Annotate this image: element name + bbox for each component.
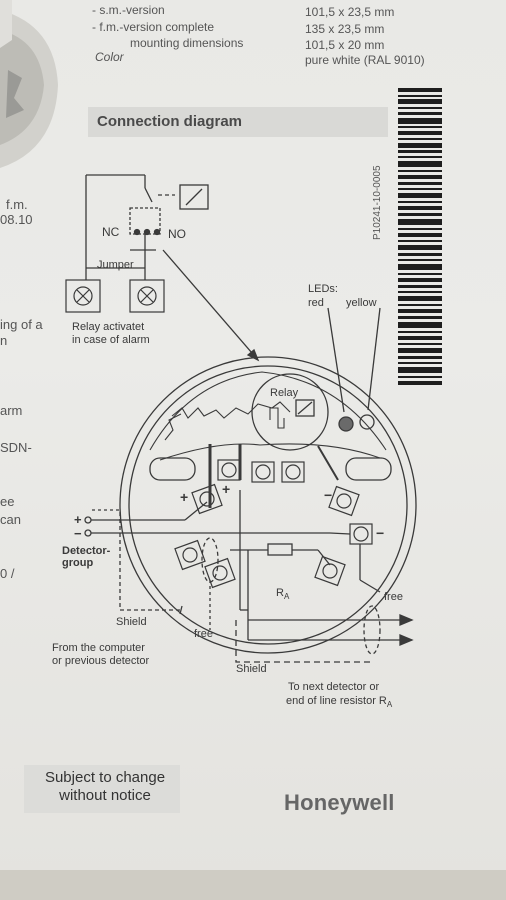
shield-label-1: Shield <box>116 616 147 628</box>
spec-value-sm: 101,5 x 23,5 mm <box>305 5 395 19</box>
nc-label: NC <box>102 225 120 239</box>
plus-sign-post: + <box>222 481 230 497</box>
spec-label-fm: - f.m.-version complete <box>92 20 215 34</box>
connection-diagram: NC NO Jumper LEDs: red yellow Relay acti… <box>52 174 417 709</box>
shield-label-2: Shield <box>236 663 267 675</box>
detector-group-line1: Detector- <box>62 545 111 557</box>
left-fragment: ing of a <box>0 317 43 332</box>
minus-sign-terminal: − <box>324 487 332 503</box>
red-label: red <box>308 297 324 309</box>
page-shadow <box>0 870 506 900</box>
section-title: Connection diagram <box>97 113 243 130</box>
left-fragment: ee <box>0 494 15 509</box>
to-label-line2: end of line resistor RA <box>286 695 393 709</box>
left-fragment: n <box>0 333 8 348</box>
free-label-1: free <box>194 628 213 640</box>
spec-label-color: Color <box>95 50 124 64</box>
left-fragment: 0 / <box>0 566 15 581</box>
no-label: NO <box>168 227 186 241</box>
plus-sign-terminal: + <box>180 489 188 505</box>
spec-label-sm: - s.m.-version <box>92 3 165 17</box>
left-fragment: arm <box>0 403 23 418</box>
minus-sign-input: − <box>74 526 82 541</box>
ra-label: RA <box>276 587 290 601</box>
spec-value-mount: 101,5 x 20 mm <box>305 38 385 52</box>
to-label-line1: To next detector or <box>288 681 379 693</box>
notice-text: Subject to change without notice <box>44 769 166 804</box>
detector-group-line2: group <box>62 557 93 569</box>
spec-label-mount: mounting dimensions <box>130 36 244 50</box>
left-fragment: can <box>0 512 21 527</box>
notice-box <box>24 765 180 813</box>
from-label-line1: From the computer <box>52 642 145 654</box>
brand-logo: Honeywell <box>284 790 395 815</box>
manual-page: - s.m.-version 101,5 x 23,5 mm - f.m.-ve… <box>0 0 506 880</box>
jumper-label: Jumper <box>97 259 134 271</box>
detector-photo <box>0 0 58 168</box>
spec-value-fm: 135 x 23,5 mm <box>305 22 385 36</box>
from-label-line2: or previous detector <box>52 655 150 667</box>
barcode <box>398 88 442 385</box>
relay-terminal-blocks <box>65 279 165 313</box>
left-fragment: 08.10 <box>0 212 33 227</box>
spec-value-color: pure white (RAL 9010) <box>305 53 425 67</box>
yellow-label: yellow <box>346 297 377 309</box>
relay-note-line1: Relay activatet <box>72 321 144 333</box>
left-fragment: SDN- <box>0 440 32 455</box>
relay-label: Relay <box>270 387 299 399</box>
section-title-bar <box>88 107 388 137</box>
free-label-2: free <box>384 591 403 603</box>
relay-note-line2: in case of alarm <box>72 334 150 346</box>
leds-label: LEDs: <box>308 283 338 295</box>
plus-sign-input: + <box>74 512 82 527</box>
minus-sign-right: − <box>376 525 384 541</box>
left-fragment: f.m. <box>6 197 28 212</box>
